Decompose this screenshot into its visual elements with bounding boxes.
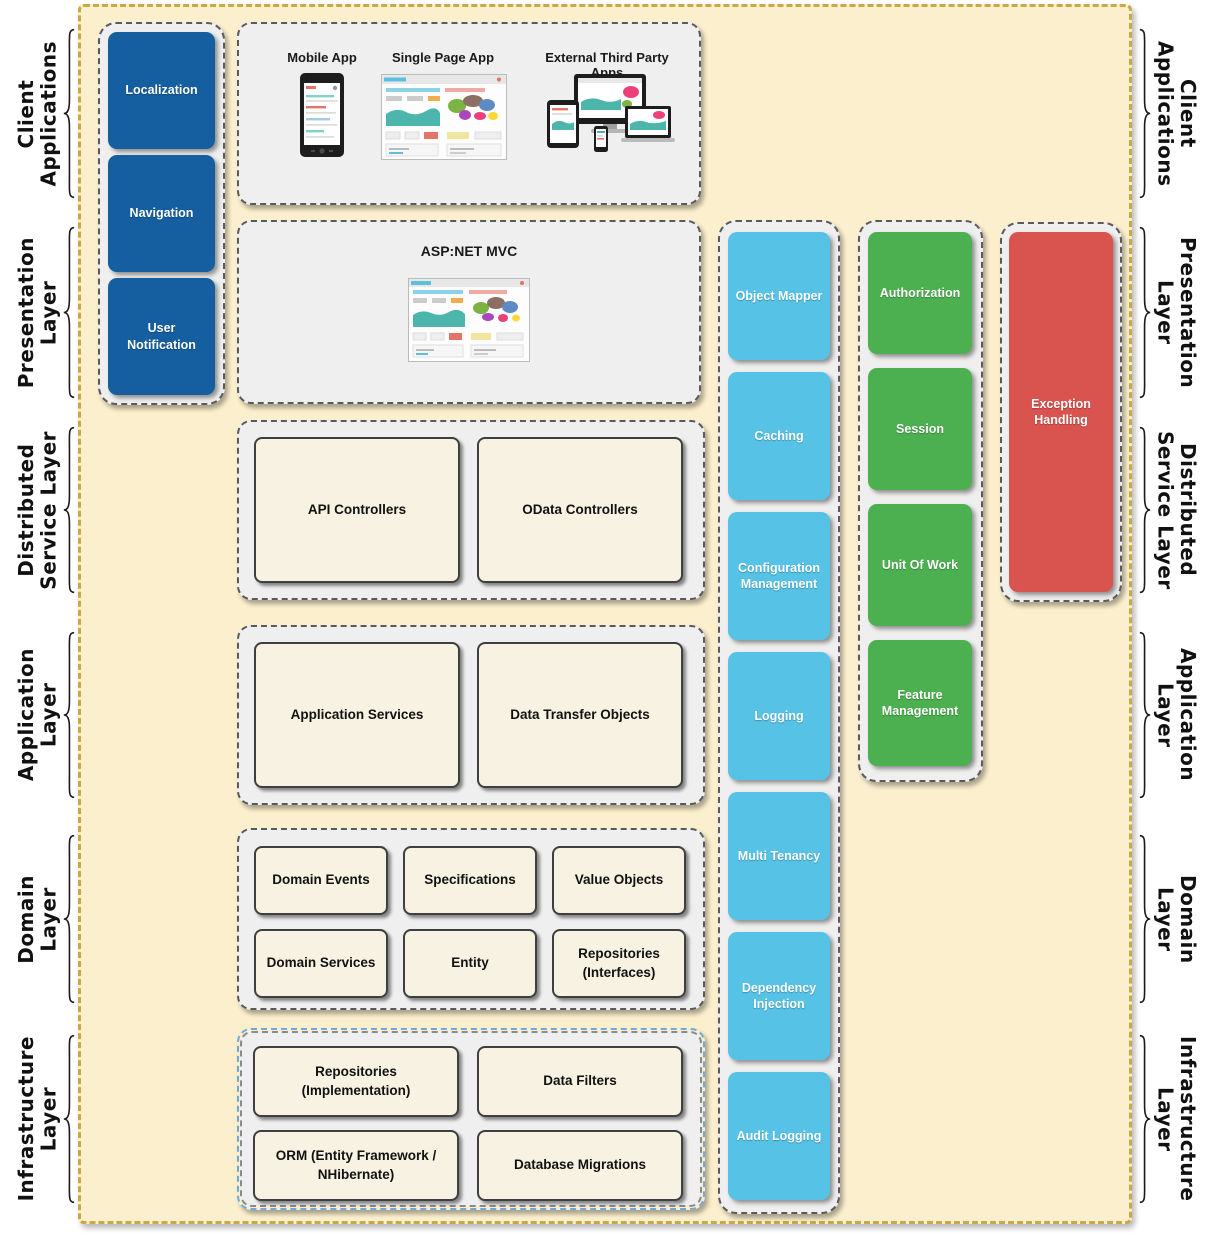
mobile-app-image (300, 73, 344, 157)
world-map-blobs (473, 297, 520, 322)
right-brace-icon (1138, 631, 1153, 799)
left-brace-icon (61, 28, 76, 199)
exception-handling-box: Exception Handling (1009, 232, 1113, 592)
right-brace-icon (1138, 28, 1153, 199)
repositories-interfaces-box: Repositories (Interfaces) (552, 929, 686, 998)
configuration-management-box: Configuration Management (728, 512, 830, 640)
feature-management-box: Feature Management (868, 640, 972, 766)
left-brace-icon (61, 1034, 76, 1204)
navigation-box: Navigation (108, 155, 215, 272)
single-page-app-label: Single Page App (391, 50, 495, 65)
world-map-blobs (448, 95, 498, 120)
logging-box: Logging (728, 652, 830, 780)
domain-services-box: Domain Services (254, 929, 388, 998)
left-brace-icon (61, 834, 76, 1004)
single-page-app-image (381, 74, 507, 160)
multi-tenancy-box: Multi Tenancy (728, 792, 830, 920)
data-transfer-objects-box: Data Transfer Objects (477, 642, 683, 788)
authorization-box: Authorization (868, 232, 972, 354)
session-box: Session (868, 368, 972, 490)
right-brace-icon (1138, 1034, 1153, 1204)
entity-box: Entity (403, 929, 537, 998)
domain-events-box: Domain Events (254, 846, 388, 915)
data-filters-box: Data Filters (477, 1046, 683, 1117)
right-brace-icon (1138, 426, 1153, 594)
dependency-injection-box: Dependency Injection (728, 932, 830, 1060)
audit-logging-box: Audit Logging (728, 1072, 830, 1200)
aspnet-mvc-image (408, 278, 530, 362)
aspnet-mvc-title: ASP:NET MVC (420, 243, 518, 259)
odata-controllers-box: OData Controllers (477, 437, 683, 583)
left-brace-icon (61, 426, 76, 594)
api-controllers-box: API Controllers (254, 437, 460, 583)
localization-box: Localization (108, 32, 215, 149)
right-brace-icon (1138, 226, 1153, 399)
external-apps-image (547, 74, 675, 152)
repositories-implementation-box: Repositories (Implementation) (253, 1046, 459, 1117)
orm-box: ORM (Entity Framework / NHibernate) (253, 1130, 459, 1201)
unit-of-work-box: Unit Of Work (868, 504, 972, 626)
database-migrations-box: Database Migrations (477, 1130, 683, 1201)
caching-box: Caching (728, 372, 830, 500)
right-brace-icon (1138, 834, 1153, 1004)
application-services-box: Application Services (254, 642, 460, 788)
user-notification-box: User Notification (108, 278, 215, 395)
left-brace-icon (61, 631, 76, 799)
object-mapper-box: Object Mapper (728, 232, 830, 360)
value-objects-box: Value Objects (552, 846, 686, 915)
mobile-app-label: Mobile App (287, 50, 357, 65)
specifications-box: Specifications (403, 846, 537, 915)
left-brace-icon (61, 226, 76, 399)
